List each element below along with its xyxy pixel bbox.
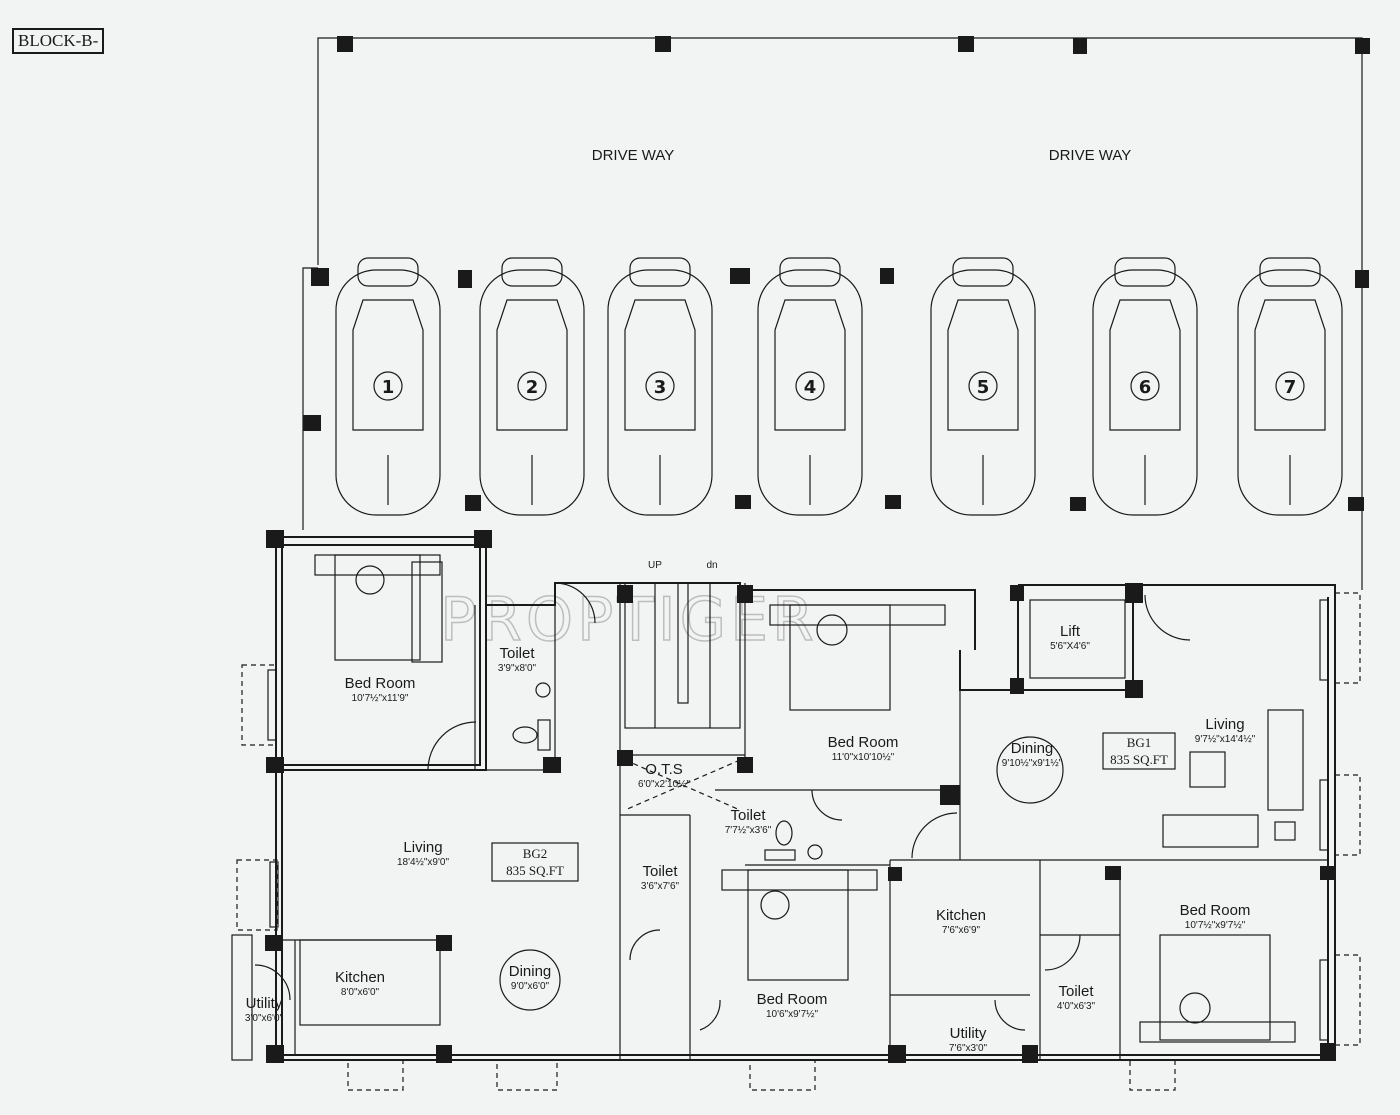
room-name: Kitchen (936, 907, 986, 924)
room-dimension: 5'6"X4'6" (1050, 641, 1090, 652)
car-1: 1 (335, 257, 441, 516)
windows (236, 592, 1361, 1091)
car-number: 4 (804, 377, 817, 398)
room-dimension: 10'6"x9'7½" (766, 1009, 819, 1020)
room-dimension: 11'0"x10'10½" (832, 752, 895, 763)
room-name: Bed Room (1180, 902, 1251, 919)
room-name: Utility (950, 1025, 987, 1042)
room-name: Lift (1060, 623, 1081, 640)
room-name: Dining (509, 963, 552, 980)
block-label: BLOCK-B- (12, 28, 105, 54)
flat-bg2: BG2 835 SQ.FT (491, 842, 579, 882)
car-7: 7 (1237, 257, 1343, 516)
room-dimension: 10'7½"x9'7½" (1185, 920, 1246, 931)
room-dimension: 3'6"x7'6" (641, 881, 680, 892)
car-5: 5 (930, 257, 1036, 516)
room-dimension: 18'4½"x9'0" (397, 857, 450, 868)
flat-bg2-area: 835 SQ.FT (506, 863, 564, 878)
building-columns (265, 530, 1336, 1063)
room-dimension: 8'0"x6'0" (341, 987, 380, 998)
driveway-label-right: DRIVE WAY (1049, 147, 1132, 164)
room-dimension: 3'9"x8'0" (498, 663, 537, 674)
room-dimension: 3'0"x6'0" (245, 1013, 284, 1024)
room-name: Living (403, 839, 442, 856)
flat-bg1-area: 835 SQ.FT (1110, 752, 1168, 767)
room-dimension: 7'7½"x3'6" (725, 825, 772, 836)
driveway-label-left: DRIVE WAY (592, 147, 675, 164)
car-number: 2 (526, 377, 539, 398)
flat-bg1: BG1 835 SQ.FT (1102, 732, 1176, 770)
room-dimension: 7'6"x6'9" (942, 925, 981, 936)
room-dimension: 9'0"x6'0" (511, 981, 550, 992)
car-4: 4 (757, 257, 863, 516)
room-name: Toilet (730, 807, 766, 824)
room-dimension: 6'0"x2'10½" (638, 779, 691, 790)
parking-cars: 1 2 3 4 5 6 7 (335, 257, 1343, 516)
room-o-t-s-6: O.T.S6'0"x2'10½" (638, 761, 691, 790)
room-dimension: 4'0"x6'3" (1057, 1001, 1096, 1012)
furniture (314, 554, 1304, 1043)
car-3: 3 (607, 257, 713, 516)
room-dimension: 9'10½"x9'1½" (1002, 758, 1063, 769)
room-labels: Bed Room10'7½"x11'9"Toilet3'9"x8'0"Livin… (245, 623, 1256, 1054)
room-dimension: 7'6"x3'0" (949, 1043, 988, 1054)
room-name: Bed Room (757, 991, 828, 1008)
flat-bg2-id: BG2 (523, 846, 548, 861)
room-name: Bed Room (345, 675, 416, 692)
room-name: Toilet (642, 863, 678, 880)
room-name: Dining (1011, 740, 1054, 757)
doors (254, 582, 1191, 1031)
room-name: Living (1205, 716, 1244, 733)
car-number: 1 (382, 377, 395, 398)
car-2: 2 (479, 257, 585, 516)
parking-area: DRIVE WAY DRIVE WAY (302, 36, 1370, 590)
car-number: 3 (654, 377, 667, 398)
car-number: 7 (1284, 377, 1297, 398)
room-name: Toilet (1058, 983, 1094, 1000)
room-dimension: 9'7½"x14'4½" (1195, 734, 1256, 745)
room-dimension: 10'7½"x11'9" (352, 693, 409, 704)
room-name: O.T.S (645, 761, 683, 778)
car-6: 6 (1092, 257, 1198, 516)
flat-bg1-id: BG1 (1127, 735, 1152, 750)
stair-down-label: dn (706, 560, 717, 571)
room-name: Utility (246, 995, 283, 1012)
car-number: 6 (1139, 377, 1152, 398)
room-name: Toilet (499, 645, 535, 662)
room-name: Kitchen (335, 969, 385, 986)
room-name: Bed Room (828, 734, 899, 751)
car-number: 5 (977, 377, 990, 398)
stair-up-label: UP (648, 560, 662, 571)
